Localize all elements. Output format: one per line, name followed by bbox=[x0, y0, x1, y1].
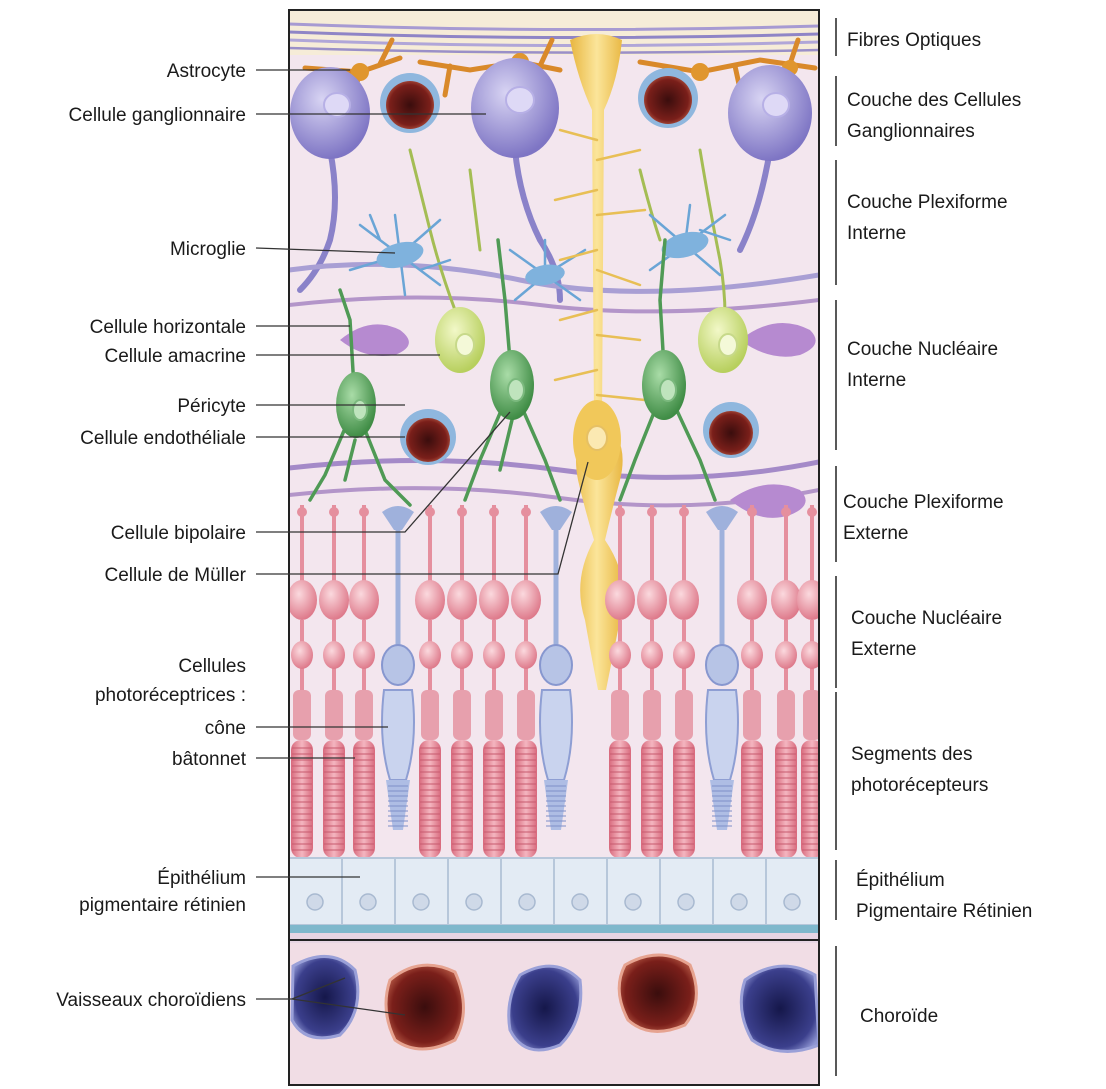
layer-rpe-line2: Pigmentaire Rétinien bbox=[856, 901, 1032, 922]
label-amacrine-cell: Cellule amacrine bbox=[104, 346, 246, 367]
layer-ganglion-line2: Ganglionnaires bbox=[847, 121, 975, 142]
retinal-pigment-epithelium bbox=[289, 858, 819, 925]
optic-fiber-layer bbox=[289, 10, 819, 55]
retina-panel bbox=[287, 10, 827, 1085]
rpe-cell bbox=[660, 858, 713, 925]
label-choroid-vessels: Vaisseaux choroïdiens bbox=[56, 990, 246, 1011]
rpe-cell bbox=[395, 858, 448, 925]
rpe-cell bbox=[342, 858, 395, 925]
layer-choroid: Choroïde bbox=[860, 1006, 938, 1027]
layer-optic-fibers: Fibres Optiques bbox=[847, 30, 981, 51]
layer-segments-line1: Segments des bbox=[851, 744, 972, 765]
layer-outer-plexiform-line1: Couche Plexiforme bbox=[843, 492, 1004, 513]
label-photoreceptors-line1: Cellules bbox=[178, 656, 246, 677]
rpe-cell bbox=[448, 858, 501, 925]
label-rpe-line1: Épithélium bbox=[157, 868, 246, 889]
layer-inner-nuclear-line2: Interne bbox=[847, 370, 906, 391]
layer-rpe-line1: Épithélium bbox=[856, 870, 945, 891]
label-rpe-line2: pigmentaire rétinien bbox=[79, 895, 246, 916]
label-endothelial-cell: Cellule endothéliale bbox=[80, 428, 246, 449]
label-horizontal-cell: Cellule horizontale bbox=[90, 317, 246, 338]
rpe-cell bbox=[713, 858, 766, 925]
label-muller-cell: Cellule de Müller bbox=[104, 565, 246, 586]
rpe-cell bbox=[501, 858, 554, 925]
label-photoreceptors-line2: photoréceptrices : bbox=[95, 685, 246, 706]
label-pericyte: Péricyte bbox=[177, 396, 246, 417]
layer-outer-plexiform-line2: Externe bbox=[843, 523, 908, 544]
label-cone: cône bbox=[205, 718, 246, 739]
rpe-cell bbox=[607, 858, 660, 925]
label-microglia: Microglie bbox=[170, 239, 246, 260]
layer-inner-plexiform-line1: Couche Plexiforme bbox=[847, 192, 1008, 213]
layer-outer-nuclear-line1: Couche Nucléaire bbox=[851, 608, 1002, 629]
layer-ganglion-line1: Couche des Cellules bbox=[847, 90, 1021, 111]
layer-labels: Fibres Optiques Couche des Cellules Gang… bbox=[836, 18, 1032, 1076]
layer-segments-line2: photorécepteurs bbox=[851, 775, 988, 796]
rpe-cell bbox=[289, 858, 342, 925]
layer-outer-nuclear-line2: Externe bbox=[851, 639, 916, 660]
rpe-cell bbox=[554, 858, 607, 925]
label-bipolar-cell: Cellule bipolaire bbox=[111, 523, 246, 544]
bruch-membrane bbox=[289, 925, 819, 933]
layer-inner-plexiform-line2: Interne bbox=[847, 223, 906, 244]
label-ganglion-cell: Cellule ganglionnaire bbox=[69, 105, 246, 126]
layer-inner-nuclear-line1: Couche Nucléaire bbox=[847, 339, 998, 360]
label-rod: bâtonnet bbox=[172, 749, 247, 770]
rpe-cell bbox=[766, 858, 819, 925]
label-astrocyte: Astrocyte bbox=[167, 61, 246, 82]
